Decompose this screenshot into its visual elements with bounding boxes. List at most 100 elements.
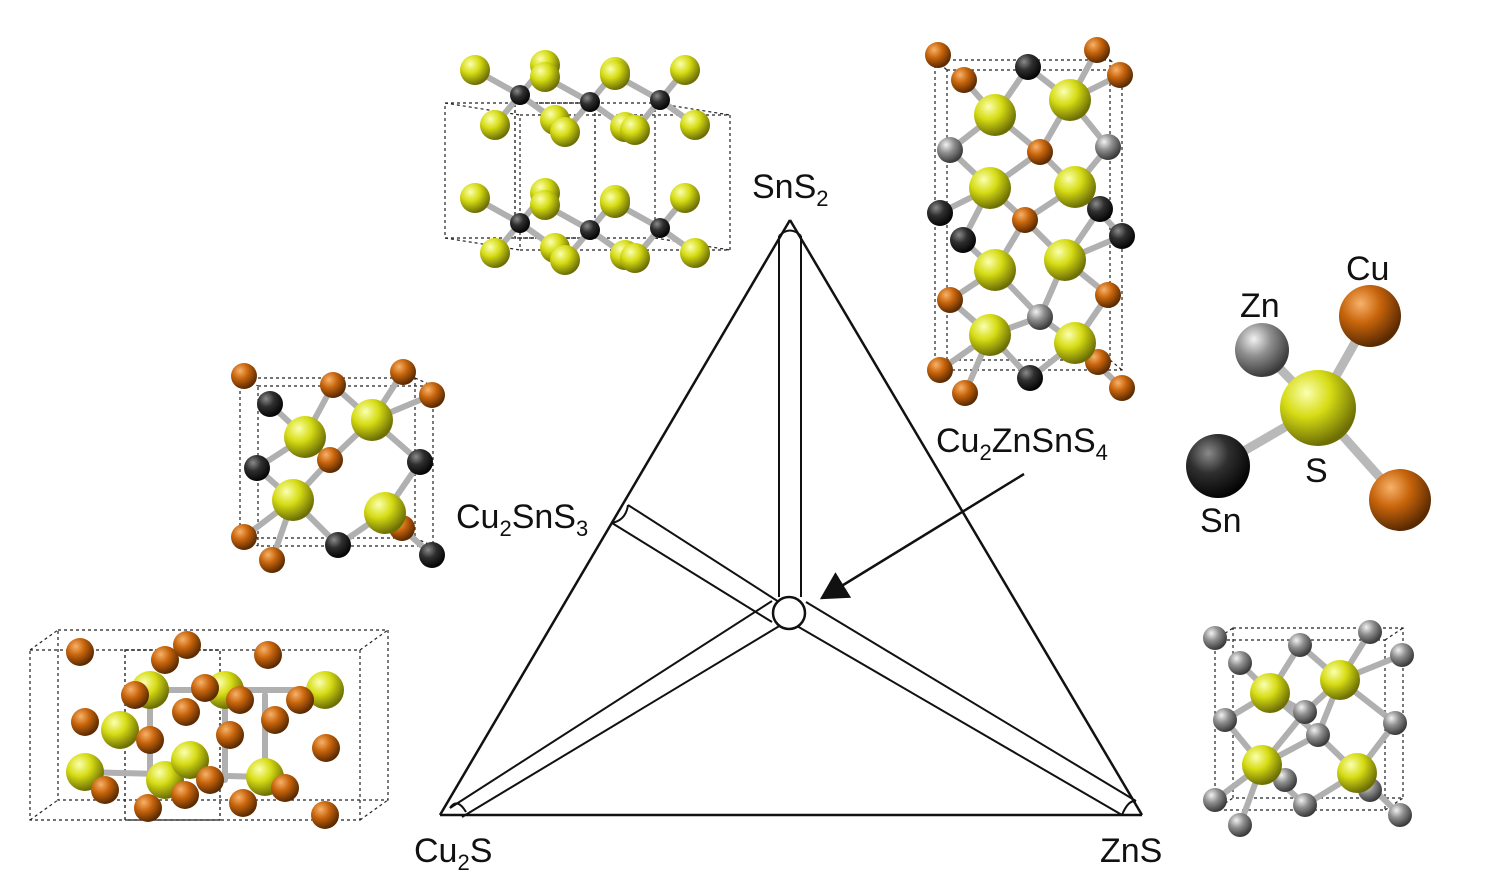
atom-s	[670, 55, 700, 85]
atom-cu	[311, 801, 339, 829]
atom-cu	[286, 686, 314, 714]
atom-s	[480, 238, 510, 268]
atom-cu	[952, 380, 978, 406]
atom-sn	[407, 449, 433, 475]
atom-sn	[1015, 54, 1041, 80]
legend-label-zn: Zn	[1240, 287, 1280, 325]
atom-sn	[650, 90, 670, 110]
pointer-arrow	[819, 472, 1025, 600]
atom-s	[171, 741, 209, 779]
atom-cu	[171, 781, 199, 809]
zns-crystal-structure	[1203, 620, 1414, 837]
atom-s	[351, 399, 393, 441]
atom-cu	[271, 774, 299, 802]
atom-cu	[419, 382, 445, 408]
atom-s	[550, 245, 580, 275]
atom-s	[680, 110, 710, 140]
atom-zn	[1293, 793, 1317, 817]
atom-cu	[951, 67, 977, 93]
atom-s	[530, 190, 560, 220]
legend-label-cu: Cu	[1346, 250, 1389, 288]
tie-lines	[449, 236, 1137, 818]
atom-s	[670, 183, 700, 213]
cu2sns3-crystal-structure	[231, 359, 445, 573]
atom-zn	[1388, 803, 1412, 827]
atom-s	[1242, 745, 1282, 785]
atom-sn	[950, 227, 976, 253]
atom-sn	[510, 85, 530, 105]
atom-cu	[191, 674, 219, 702]
label-sns2: SnS2	[752, 168, 829, 211]
atom-sn	[1109, 223, 1135, 249]
atom-zn	[1213, 708, 1237, 732]
atom-zn	[1235, 323, 1289, 377]
atom-cu	[172, 698, 200, 726]
atom-cu	[320, 372, 346, 398]
atom-s	[600, 188, 630, 218]
atom-s	[306, 671, 344, 709]
atom-s	[680, 238, 710, 268]
atom-sn	[1087, 196, 1113, 222]
atom-cu	[1012, 207, 1038, 233]
atom-sn	[510, 213, 530, 233]
atom-cu	[259, 547, 285, 573]
atom-cu	[231, 524, 257, 550]
atom-s	[1337, 753, 1377, 793]
atom-sn	[419, 542, 445, 568]
atom-s	[460, 183, 490, 213]
atom-s	[600, 60, 630, 90]
atom-zn	[1027, 304, 1053, 330]
atom-zn	[1203, 788, 1227, 812]
cu2znsns4-crystal-structure	[925, 37, 1135, 406]
atom-s	[1280, 370, 1356, 446]
label-cu2sns3: Cu2SnS3	[456, 498, 588, 541]
sns2-crystal-structure	[444, 50, 731, 275]
atom-cu	[226, 686, 254, 714]
atom-s	[1250, 673, 1290, 713]
atom-cu	[261, 706, 289, 734]
atom-sn	[1186, 434, 1250, 498]
atom-cu	[173, 631, 201, 659]
atom-s	[969, 314, 1011, 356]
atom-cu	[151, 646, 179, 674]
atom-cu	[390, 359, 416, 385]
atom-zn	[1306, 723, 1330, 747]
atom-sn	[580, 220, 600, 240]
atom-sn	[927, 200, 953, 226]
label-zns: ZnS	[1100, 832, 1162, 870]
atom-cu	[1027, 139, 1053, 165]
atom-s	[620, 115, 650, 145]
label-cu2znsns4: Cu2ZnSnS4	[936, 422, 1108, 465]
atom-cu-lower	[1369, 469, 1431, 531]
atom-cu	[317, 447, 343, 473]
label-cu2s: Cu2S	[414, 832, 492, 875]
atom-s	[1320, 660, 1360, 700]
tetrahedron-legend: Cu Zn S Sn	[1186, 250, 1431, 540]
atom-zn	[1293, 700, 1317, 724]
atom-cu	[925, 42, 951, 68]
atom-cu	[231, 363, 257, 389]
atom-cu	[254, 641, 282, 669]
atom-s	[460, 55, 490, 85]
atom-sn	[244, 455, 270, 481]
cu2znsns4-point	[771, 595, 807, 631]
atom-cu	[71, 708, 99, 736]
atom-cu	[216, 721, 244, 749]
atom-s	[1054, 166, 1096, 208]
atom-sn	[580, 92, 600, 112]
atom-s	[974, 249, 1016, 291]
ternary-triangle	[438, 219, 1144, 817]
atom-cu	[1084, 37, 1110, 63]
atom-cu	[312, 734, 340, 762]
atom-cu	[927, 357, 953, 383]
atom-zn	[1203, 626, 1227, 650]
atom-cu	[1095, 282, 1121, 308]
cu2s-crystal-structure	[29, 629, 389, 829]
atom-cu	[937, 287, 963, 313]
atom-s	[550, 117, 580, 147]
atom-sn	[257, 391, 283, 417]
atom-sn	[650, 218, 670, 238]
atom-zn	[1228, 651, 1252, 675]
atom-s	[969, 167, 1011, 209]
